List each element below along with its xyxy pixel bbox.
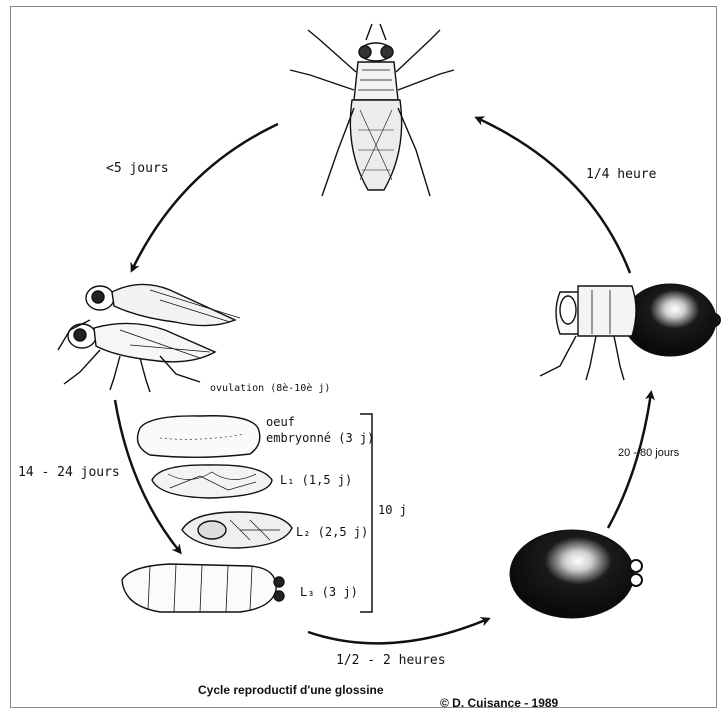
copyright-label: © D. Cuisance - 1989	[440, 697, 558, 709]
duration-emergence-to-adult: 1/4 heure	[586, 168, 656, 181]
larva-l3-icon	[122, 564, 284, 612]
duration-mating-to-larva: 14 - 24 jours	[18, 466, 120, 479]
egg-label-line2: embryonné (3 j)	[266, 432, 374, 444]
l2-label: L₂ (2,5 j)	[296, 526, 368, 538]
larva-l1-icon	[152, 465, 272, 498]
egg-label-line1: oeuf	[266, 416, 295, 428]
total-duration-label: 10 j	[378, 504, 407, 516]
larva-l2-icon	[182, 512, 292, 548]
duration-pupa-to-emergence: 20 - 80 jours	[618, 448, 679, 459]
mating-flies-icon	[58, 284, 240, 392]
arrow-larva-to-pupa	[308, 619, 488, 643]
diagram-caption: Cycle reproductif d'une glossine	[198, 684, 384, 696]
arrow-pupa-to-emergence	[608, 393, 651, 528]
l3-label: L₃ (3 j)	[300, 586, 358, 598]
ovulation-label: ovulation (8è-10è j)	[210, 384, 330, 394]
arrow-emergence-to-adult	[477, 118, 630, 273]
duration-adult-to-mating: <5 jours	[106, 162, 169, 175]
pupa-icon	[510, 530, 642, 618]
egg-icon	[138, 416, 260, 458]
arrow-adult-to-mating	[132, 124, 278, 270]
emerging-fly-icon	[540, 284, 721, 380]
adult-fly-icon	[290, 24, 454, 196]
l1-label: L₁ (1,5 j)	[280, 474, 352, 486]
duration-larva-to-pupa: 1/2 - 2 heures	[336, 654, 446, 667]
